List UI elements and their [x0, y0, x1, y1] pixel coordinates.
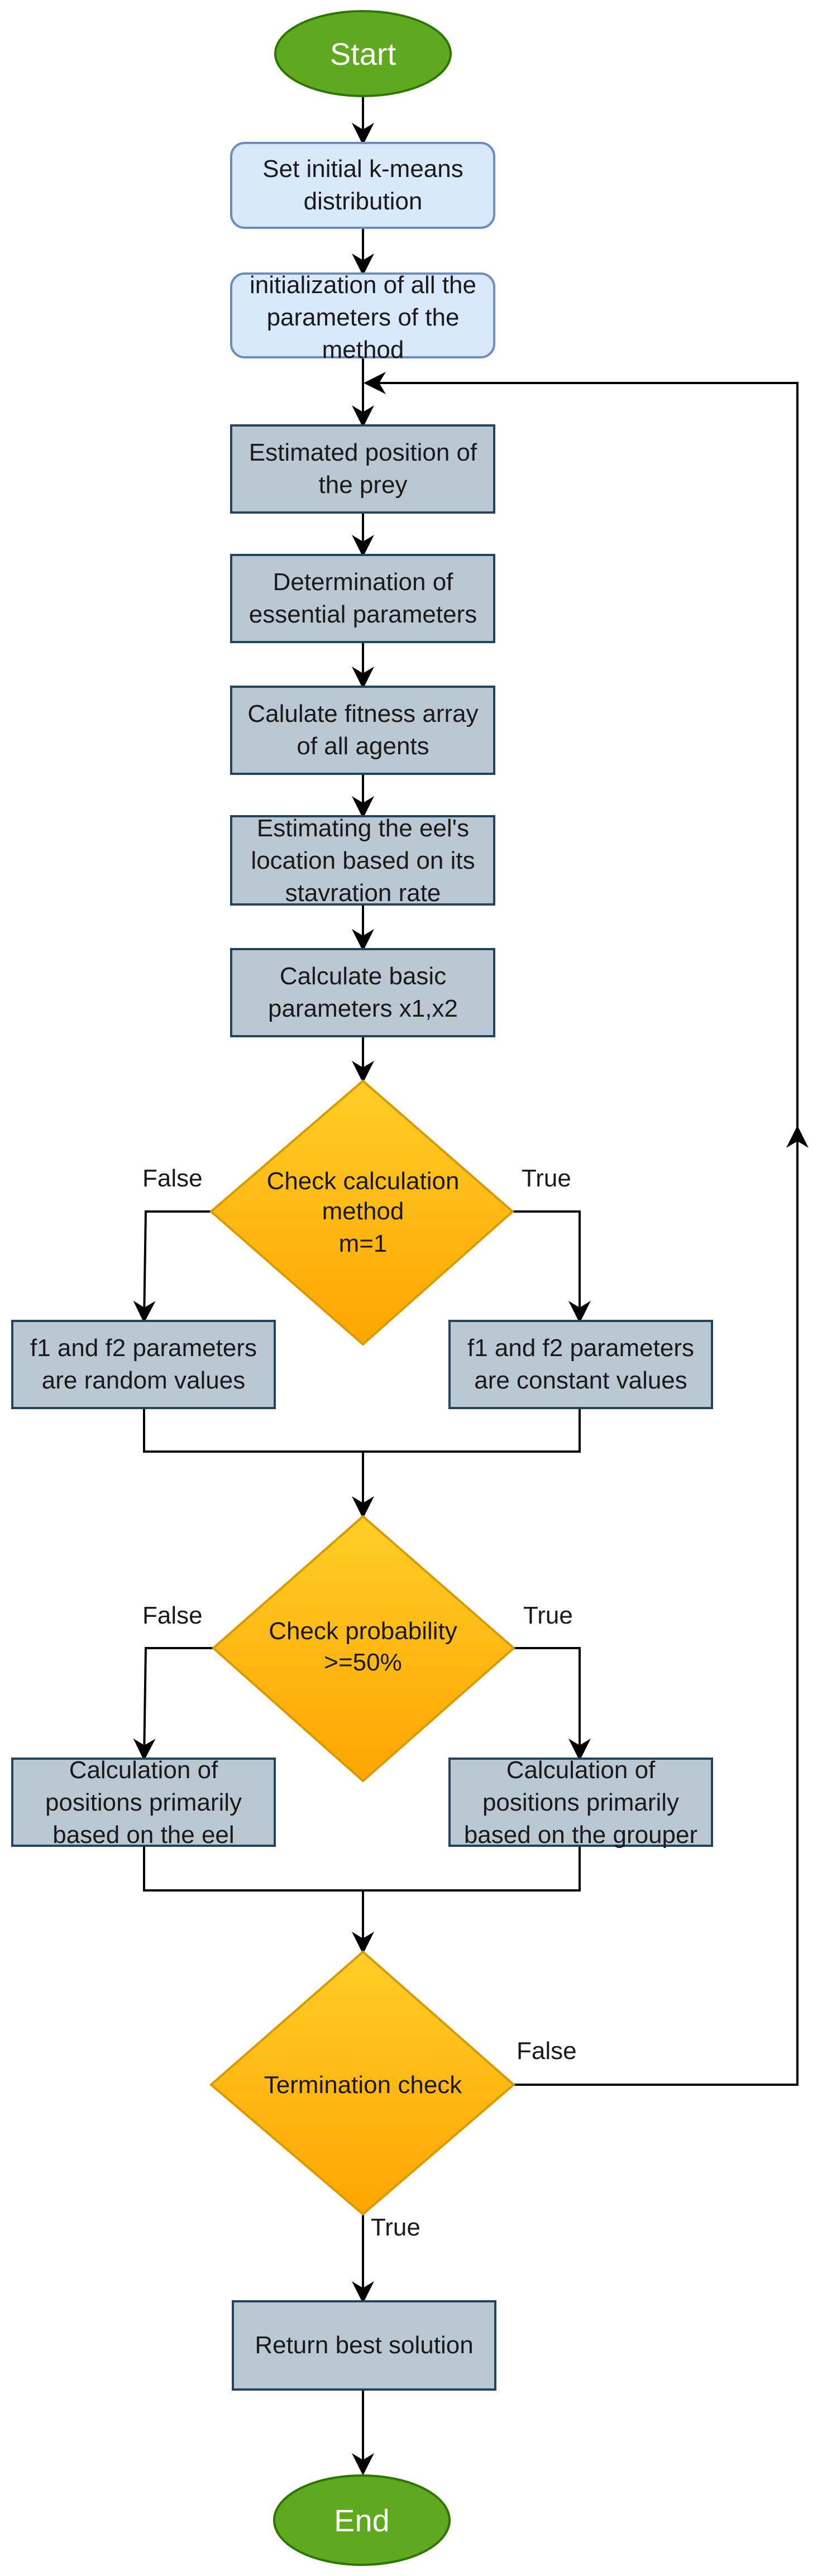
positions-grouper-box: Calculation of positions primarily based o… [448, 1756, 713, 1849]
set-kmeans-line-2: distribution [304, 188, 423, 215]
end-terminal: End [273, 2474, 451, 2566]
merge-prob-branches [143, 1846, 581, 1892]
label-method-false: False [142, 1165, 203, 1192]
constant-values-line-2: are constant values [474, 1367, 687, 1394]
start-terminal: Start [274, 10, 452, 97]
check-method-decision: Check calculation method m=1 [209, 1079, 515, 1346]
fitness-line-1: Calulate fitness array [247, 700, 478, 727]
basic-params-line-2: parameters x1,x2 [268, 995, 458, 1022]
label-termination-false: False [517, 2037, 577, 2065]
determination-line-1: Determination of [273, 568, 454, 596]
fitness-line-2: of all agents [297, 732, 429, 760]
fitness-box: Calulate fitness array of all agents [230, 686, 495, 775]
estimated-position-box: Estimated position of the prey [230, 424, 495, 514]
label-prob-true: True [523, 1602, 573, 1629]
edge-termination-false-loop [514, 1126, 809, 2086]
check-prob-line-2: >=50% [324, 1649, 401, 1676]
edge-prob-false [133, 1647, 213, 1761]
eel-location-line-3: stavration rate [285, 879, 441, 907]
pos-grouper-line-2: positions primarily [482, 1789, 679, 1816]
basic-params-line-1: Calculate basic [280, 963, 446, 990]
eel-location-line-2: location based on its [251, 847, 475, 874]
label-termination-true: True [371, 2214, 420, 2241]
edge-method-true [513, 1210, 591, 1323]
start-label: Start [330, 36, 396, 71]
init-params-box: initialization of all the parameters of t… [230, 271, 495, 363]
connectors [133, 96, 809, 2476]
random-values-line-1: f1 and f2 parameters [30, 1334, 257, 1362]
end-label: End [334, 2503, 390, 2538]
init-params-line-2: parameters of the [267, 304, 460, 331]
termination-decision: Termination check [209, 1950, 516, 2216]
random-values-line-2: are random values [42, 1367, 245, 1394]
pos-eel-line-2: positions primarily [45, 1789, 242, 1816]
est-position-line-2: the prey [319, 471, 408, 499]
pos-grouper-line-3: based on the grouper [464, 1821, 697, 1849]
label-method-true: True [522, 1165, 571, 1192]
edge-loop-return-to-position [364, 372, 799, 1128]
check-prob-line-1: Check probability [269, 1617, 457, 1645]
init-params-line-3: method [322, 336, 404, 363]
pos-grouper-line-1: Calculation of [506, 1756, 656, 1784]
svg-text:Check probability>=50%: Check probability >=50% [269, 1617, 457, 1676]
basic-params-box: Calculate basic parameters x1,x2 [230, 948, 495, 1037]
check-method-line-2: method [322, 1198, 404, 1225]
set-kmeans-line-1: Set initial k-means [262, 155, 463, 183]
return-best-label: Return best solution [255, 2331, 473, 2359]
constant-values-line-1: f1 and f2 parameters [467, 1334, 694, 1362]
label-prob-false: False [142, 1602, 203, 1629]
edge-method-false [133, 1210, 211, 1323]
positions-eel-box: Calculation of positions primarily based o… [11, 1756, 276, 1849]
random-values-box: f1 and f2 parameters are random values [11, 1320, 276, 1409]
check-probability-decision: Check probability >=50% [211, 1515, 516, 1783]
check-method-line-3: m=1 [339, 1230, 388, 1257]
init-params-line-1: initialization of all the [250, 271, 476, 299]
determination-line-2: essential parameters [249, 601, 477, 628]
est-position-line-1: Estimated position of [249, 439, 477, 466]
edge-prob-true [514, 1647, 591, 1761]
return-best-box: Return best solution [232, 2300, 496, 2391]
pos-eel-line-3: based on the eel [52, 1821, 234, 1849]
eel-location-box: Estimating the eel's location based on it… [230, 815, 495, 907]
eel-location-line-1: Estimating the eel's [257, 815, 469, 842]
set-kmeans-box: Set initial k-means distribution [230, 142, 495, 229]
check-method-line-1: Check calculation [267, 1167, 460, 1195]
constant-values-box: f1 and f2 parameters are constant values [448, 1320, 713, 1409]
termination-label: Termination check [264, 2071, 463, 2099]
merge-method-branches [143, 1408, 581, 1453]
pos-eel-line-1: Calculation of [69, 1756, 218, 1784]
determination-box: Determination of essential parameters [230, 554, 495, 643]
